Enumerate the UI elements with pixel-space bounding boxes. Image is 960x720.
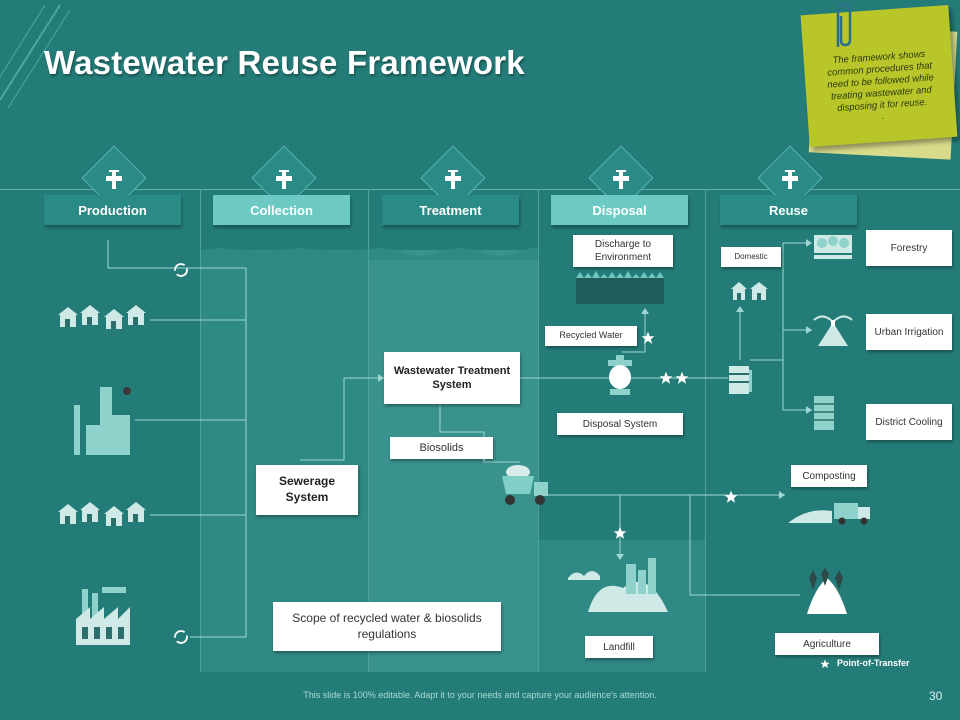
houses-icon <box>731 282 768 300</box>
divider <box>368 189 369 672</box>
recycle-icon <box>174 263 188 277</box>
faucet-icon <box>445 170 461 189</box>
agriculture-icon <box>807 568 847 614</box>
tab-collection: Collection <box>213 195 350 225</box>
faucet-icon <box>106 170 122 189</box>
divider <box>200 189 201 672</box>
tab-disposal: Disposal <box>551 195 688 225</box>
urban-irrigation-box: Urban Irrigation <box>866 314 952 350</box>
footer-text: This slide is 100% editable. Adapt it to… <box>303 690 657 700</box>
star-icon <box>613 526 627 539</box>
tab-reuse: Reuse <box>720 195 857 225</box>
page-number: 30 <box>929 689 943 703</box>
forestry-box: Forestry <box>866 230 952 266</box>
tab-production: Production <box>44 195 181 225</box>
scope-box: Scope of recycled water & biosolids regu… <box>273 602 501 651</box>
legend-star-icon <box>820 659 830 669</box>
tab-treatment: Treatment <box>382 195 519 225</box>
faucet-icon <box>276 170 292 189</box>
page-title: Wastewater Reuse Framework <box>44 44 525 81</box>
building-icon <box>814 396 834 430</box>
domestic-box: Domestic <box>721 247 781 267</box>
houses-icon <box>58 305 146 329</box>
composting-box: Composting <box>791 465 867 487</box>
treatment-band <box>368 250 538 672</box>
sewerage-box: Sewerage System <box>256 465 358 515</box>
agriculture-box: Agriculture <box>775 633 879 655</box>
biosolids-box: Biosolids <box>390 437 493 459</box>
discharge-box: Discharge to Environment <box>573 235 673 267</box>
water-surface-icon <box>576 271 664 304</box>
storage-tank-icon <box>729 366 752 394</box>
wastewater-treatment-box: Wastewater Treatment System <box>384 352 520 404</box>
landfill-icon <box>568 558 668 612</box>
paperclip-icon <box>836 3 852 47</box>
landfill-box: Landfill <box>585 636 653 658</box>
star-icon <box>641 331 655 344</box>
header-line <box>0 189 960 190</box>
houses-icon <box>58 502 146 526</box>
star-icon <box>659 371 673 384</box>
dump-truck-icon <box>502 465 548 505</box>
legend-label: Point-of-Transfer <box>837 658 910 668</box>
wave-top <box>200 247 538 260</box>
forest-icon <box>814 235 852 259</box>
disposal-system-box: Disposal System <box>557 413 683 435</box>
decorative-lines <box>0 4 71 109</box>
water-tank-icon <box>608 355 632 395</box>
sprinkler-icon <box>813 315 853 346</box>
divider <box>705 189 706 672</box>
industrial-plant-icon <box>76 587 130 645</box>
compost-truck-icon <box>788 503 870 525</box>
factory-icon <box>74 387 131 455</box>
district-cooling-box: District Cooling <box>866 404 952 440</box>
faucet-icon <box>782 170 798 189</box>
star-icon <box>675 371 689 384</box>
faucet-icon <box>613 170 629 189</box>
star-icon <box>724 490 738 503</box>
recycled-water-box: Recycled Water <box>545 326 637 346</box>
divider <box>538 189 539 672</box>
recycle-icon <box>174 630 188 644</box>
